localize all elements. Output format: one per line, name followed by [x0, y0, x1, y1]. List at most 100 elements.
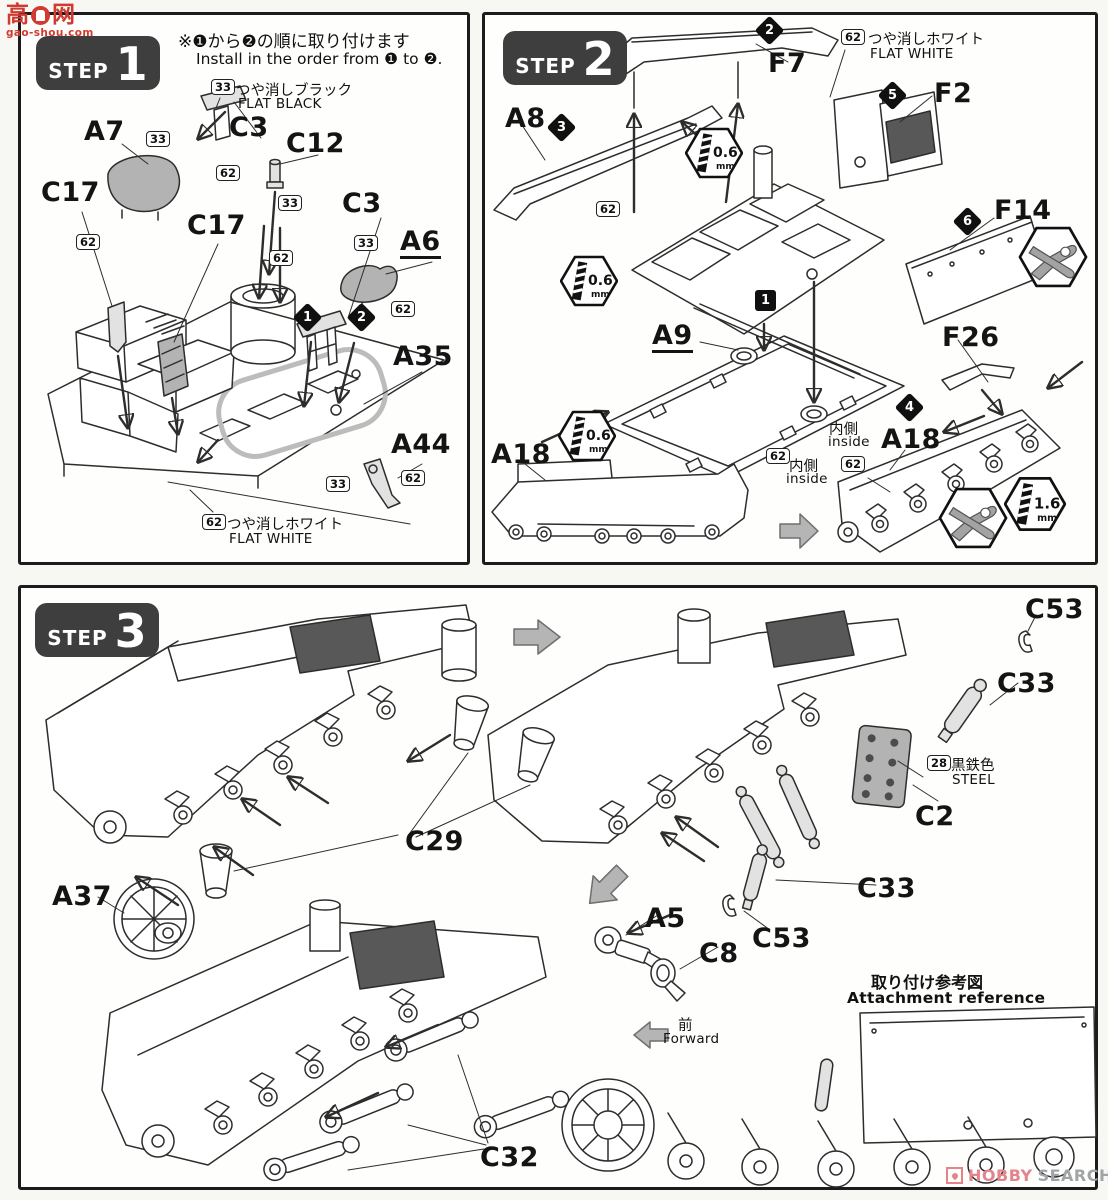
- lever-a44-drawing: [363, 458, 401, 509]
- paint-name-jp: つや消しホワイト: [227, 517, 343, 533]
- seat-a7-drawing: [107, 154, 181, 221]
- shock-c33-top-drawing: [937, 678, 987, 744]
- pin-c12-drawing: [266, 158, 284, 189]
- part-label-a5: A5: [645, 903, 686, 934]
- part-label-a35: A35: [393, 341, 453, 372]
- part-label-c8: C8: [699, 938, 739, 969]
- color-code-badge-33: 33: [211, 79, 236, 95]
- part-label-a44: A44: [391, 429, 451, 460]
- svg-text:mm: mm: [716, 162, 735, 172]
- part-label-f7: F7: [768, 48, 807, 79]
- order-badge-1: 1: [755, 290, 776, 311]
- color-code-badge-62: 62: [841, 29, 866, 45]
- part-label-a6: A6: [400, 226, 441, 259]
- track-links-c2-drawing: [851, 724, 912, 809]
- shock-c33-mid-drawing: [741, 844, 768, 911]
- part-label-c3: C3: [229, 112, 269, 143]
- svg-text:mm: mm: [591, 290, 610, 300]
- step2-illustration: [491, 27, 1084, 553]
- svg-text:0.6: 0.6: [713, 145, 738, 161]
- cone-c29-drawing: [453, 695, 490, 751]
- engine-deck-drawing: [631, 145, 885, 335]
- hull-upper-right-drawing: [487, 608, 907, 869]
- svg-text:0.6: 0.6: [586, 428, 611, 444]
- attachment-reference-en: Attachment reference: [847, 989, 1046, 1007]
- part-label-c53: C53: [1025, 594, 1084, 625]
- cone-c29-drawing: [517, 727, 556, 783]
- hull-lower-left-drawing: [101, 899, 547, 1166]
- hook-c53-top-drawing: [1018, 630, 1033, 653]
- drill-diameter-badge-0.6mm: 0.6 mm: [558, 410, 616, 462]
- suspension-arm-c32-drawing: [263, 1135, 360, 1182]
- part-c8-drawing: [650, 958, 686, 1002]
- drill-diameter-badge-1.6mm: 1.6 mm: [1004, 476, 1066, 532]
- color-code-badge-33: 33: [146, 131, 171, 147]
- part-label-c53: C53: [752, 923, 811, 954]
- part-label-a7: A7: [84, 116, 125, 147]
- svg-text:0.6: 0.6: [588, 273, 613, 289]
- step-word: STEP: [48, 59, 109, 83]
- watermark-char: 网: [52, 2, 75, 28]
- bracket-c17-right-drawing: [157, 333, 189, 397]
- hook-c53-mid-drawing: [722, 894, 737, 917]
- part-label-c17: C17: [187, 210, 246, 241]
- part-label-c17: C17: [41, 177, 100, 208]
- drill-diameter-badge-0.6mm: 0.6 mm: [560, 255, 618, 307]
- seat-a6-drawing: [340, 264, 398, 310]
- attachment-reference-jp: 取り付け参考図: [871, 973, 984, 992]
- logo-text-hobby: HOBBY: [968, 1166, 1033, 1185]
- forward-note-jp: 前: [678, 1018, 693, 1034]
- color-code-badge-28: 28: [927, 755, 952, 771]
- step-number: 2: [582, 32, 615, 87]
- part-label-c29: C29: [405, 826, 464, 857]
- color-code-badge-62: 62: [216, 165, 241, 181]
- color-code-badge-62: 62: [401, 470, 426, 486]
- nipper-icon-badge: [1018, 226, 1088, 288]
- watermark-char: 高: [6, 2, 29, 28]
- inside-note-jp: 内側: [789, 459, 818, 475]
- drill-diameter-badge-0.6mm: 0.6 mm: [685, 127, 743, 179]
- paint-name-jp: つや消しホワイト: [868, 32, 984, 48]
- step-word: STEP: [515, 54, 576, 78]
- nipper-icon-badge: [938, 487, 1008, 549]
- color-code-badge-62: 62: [76, 234, 101, 250]
- part-label-a18: A18: [881, 424, 941, 455]
- inside-note-en: inside: [828, 434, 870, 450]
- bracket-c17-left-drawing: [107, 301, 127, 353]
- thumb-up-icon: [31, 6, 50, 25]
- svg-text:1.6: 1.6: [1034, 494, 1061, 512]
- color-code-badge-62: 62: [269, 250, 294, 266]
- frame-a9-drawing: [603, 303, 905, 479]
- color-code-badge-33: 33: [278, 195, 303, 211]
- step-number: 3: [114, 604, 147, 659]
- part-label-c3: C3: [342, 188, 382, 219]
- step-word: STEP: [47, 626, 108, 650]
- step3-illustration: [45, 604, 1097, 1188]
- paint-name-en: FLAT BLACK: [238, 96, 322, 112]
- part-label-c32: C32: [480, 1142, 539, 1173]
- part-label-a18: A18: [491, 439, 551, 470]
- panel-f2-drawing: [833, 89, 943, 189]
- step1-illustration: [47, 85, 445, 525]
- step-number: 1: [115, 37, 148, 92]
- watermark-logo: 高 网 gao-shou.com: [6, 2, 94, 40]
- idler-wheel-a37-drawing: [113, 878, 195, 960]
- step-3-badge: STEP 3: [35, 603, 159, 657]
- color-code-badge-62: 62: [841, 456, 866, 472]
- step-2-badge: STEP 2: [503, 31, 627, 85]
- part-label-a37: A37: [52, 881, 112, 912]
- part-label-a9: A9: [652, 320, 693, 353]
- color-code-badge-62: 62: [391, 301, 416, 317]
- paint-name-jp: つや消しブラック: [236, 83, 352, 99]
- inside-note-en: inside: [786, 471, 828, 487]
- cone-c29-drawing: [199, 843, 233, 899]
- step1-note-jp: ※❶から❷の順に取り付けます: [178, 32, 410, 52]
- shock-absorber-drawing: [735, 785, 785, 869]
- part-label-c2: C2: [915, 801, 955, 832]
- part-label-a8: A8: [505, 103, 546, 134]
- shock-absorber-drawing: [775, 764, 821, 850]
- hobby-search-logo: HOBBY SEARCH: [946, 1166, 1108, 1185]
- suspension-arm-c32-drawing: [473, 1090, 570, 1139]
- color-code-badge-33: 33: [354, 235, 379, 251]
- svg-text:mm: mm: [589, 445, 608, 455]
